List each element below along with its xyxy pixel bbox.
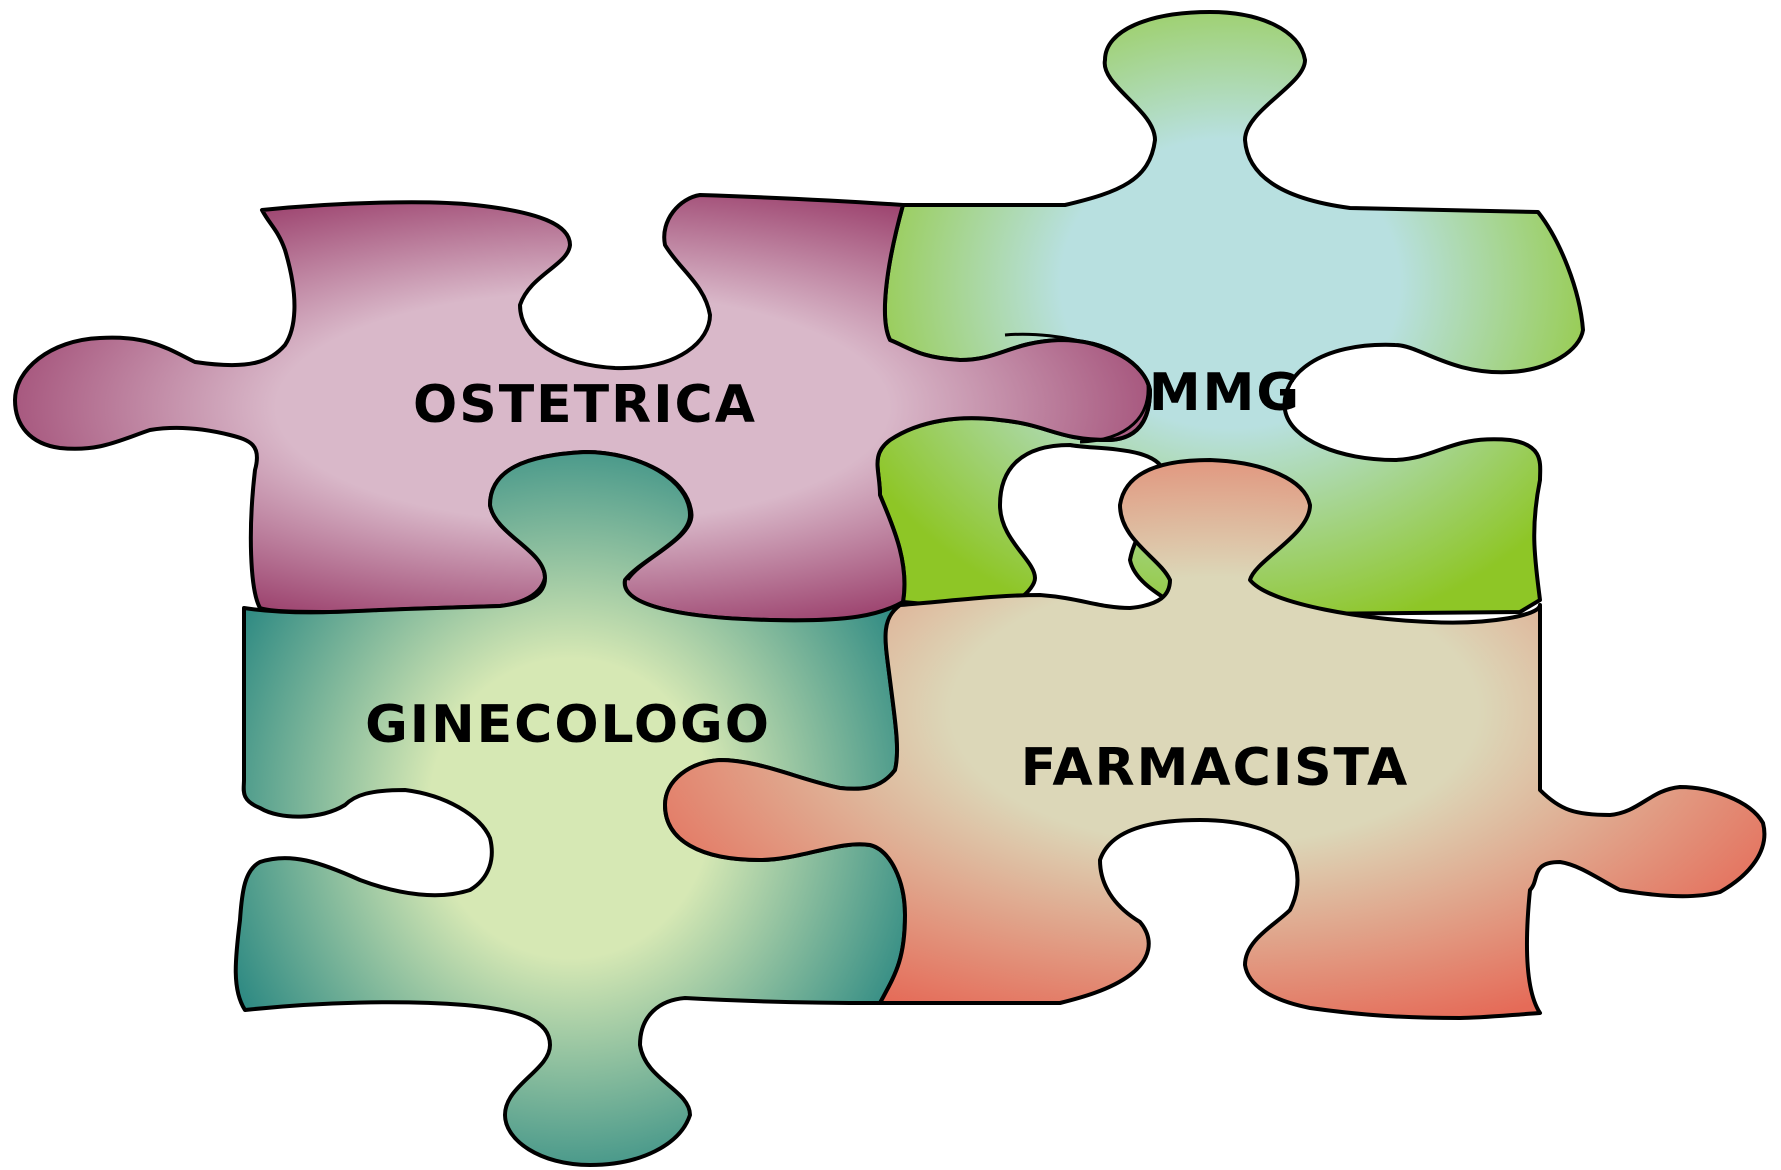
ostetrica-label: OSTETRICA bbox=[413, 375, 757, 435]
mmg-label: MMG bbox=[1149, 363, 1301, 423]
ginecologo-label: GINECOLOGO bbox=[365, 695, 771, 755]
farmacista-label: FARMACISTA bbox=[1021, 738, 1409, 798]
